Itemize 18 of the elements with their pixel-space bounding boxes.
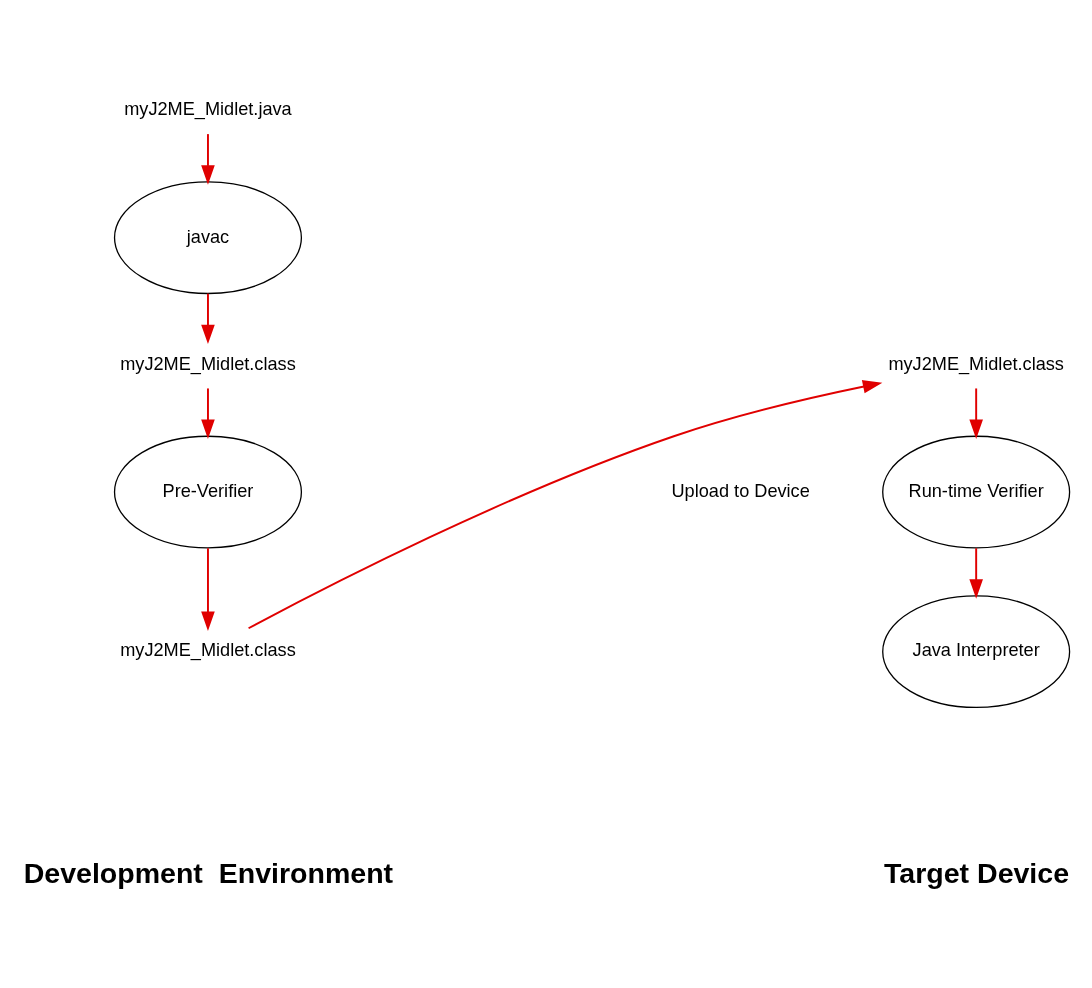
- node-text: myJ2ME_Midlet.class: [120, 640, 296, 661]
- label: Target Device: [884, 857, 1070, 890]
- arrow: [201, 547, 215, 631]
- arrow: [201, 387, 215, 439]
- arrow: [969, 547, 983, 599]
- edge-label: Upload to Device: [671, 480, 810, 501]
- arrow: [247, 379, 883, 630]
- node-text: myJ2ME_Midlet.class: [888, 353, 1064, 374]
- node-ellipse: javac: [113, 181, 303, 295]
- node-ellipse: Run-time Verifier: [882, 435, 1071, 549]
- arrow: [201, 133, 215, 185]
- node-text: myJ2ME_Midlet.java: [124, 99, 292, 120]
- node-text: myJ2ME_Midlet.class: [120, 353, 296, 374]
- arrow: [969, 387, 983, 439]
- label: Development Environment: [23, 857, 394, 890]
- node-ellipse: Pre-Verifier: [113, 435, 303, 549]
- arrow: [201, 292, 215, 345]
- node-ellipse: Java Interpreter: [882, 595, 1071, 709]
